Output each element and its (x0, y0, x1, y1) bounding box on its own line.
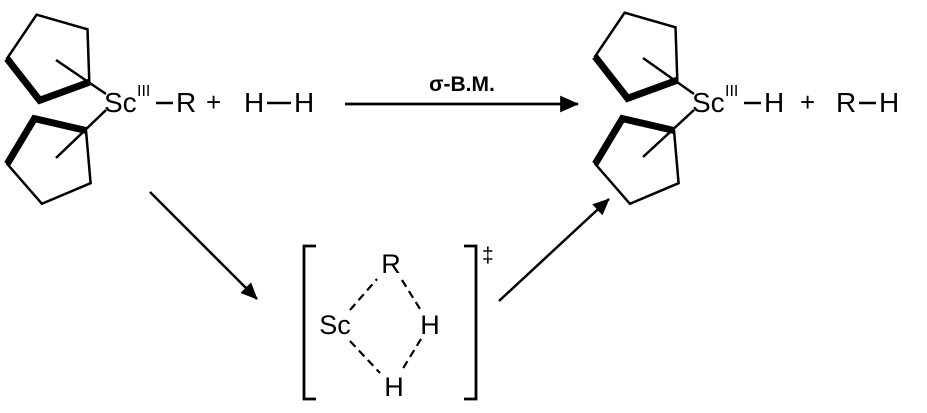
reactant-complex: Sc III R (4, 13, 196, 206)
oxidation-state-label: III (725, 83, 738, 100)
cp-ring-bottom (592, 114, 680, 206)
dihydrogen-molecule: H H (244, 87, 314, 118)
double-dagger-label: ‡ (482, 244, 494, 267)
sc-ring-bond-bottom (642, 109, 695, 158)
metal-label: Sc (692, 87, 725, 118)
plus-sign-right: + (800, 87, 815, 117)
cp-ring-bold-edge (592, 54, 679, 103)
arrow-to-transition-state (149, 191, 258, 300)
ts-sc-label: Sc (319, 310, 351, 340)
cp-ring-bold-edge (4, 56, 91, 105)
cp-ring-top (4, 13, 91, 105)
bracket-left (302, 244, 316, 401)
ts-bond-sc-r (349, 278, 378, 311)
oxidation-state-label: III (137, 83, 150, 100)
ts-bond-sc-h (349, 340, 381, 374)
h-label-left: H (244, 87, 264, 118)
plus-sign-left: + (206, 87, 221, 117)
arrow-from-transition-state (498, 198, 610, 302)
ts-r-label: R (381, 249, 401, 279)
cp-ring-bottom (4, 114, 92, 206)
byproduct-molecule: R H (836, 87, 899, 118)
sc-ring-bond-bottom (55, 109, 107, 159)
bracket-right (464, 244, 478, 401)
hydride-label: H (764, 87, 784, 118)
ts-bond-h-h (401, 338, 422, 371)
r-label: R (836, 87, 856, 118)
h-label: H (879, 87, 899, 118)
cp-ring-bold-edge (4, 114, 87, 166)
reaction-arrow-label: σ-B.M. (429, 73, 495, 96)
ts-h-right-label: H (420, 310, 440, 340)
substituent-label: R (176, 87, 196, 118)
sc-ring-bond-top (55, 58, 107, 96)
transition-state: ‡ R Sc H H (302, 244, 494, 402)
ts-h-bottom-label: H (384, 372, 404, 402)
ts-bond-r-h (401, 279, 421, 310)
cp-ring-bold-edge (592, 114, 675, 166)
cp-ring-top (592, 11, 679, 103)
sc-ring-bond-top (642, 56, 695, 96)
reaction-arrow: σ-B.M. (345, 73, 580, 113)
metal-label: Sc (104, 87, 137, 118)
product-complex: Sc III H (592, 11, 784, 206)
h-label-right: H (294, 87, 314, 118)
